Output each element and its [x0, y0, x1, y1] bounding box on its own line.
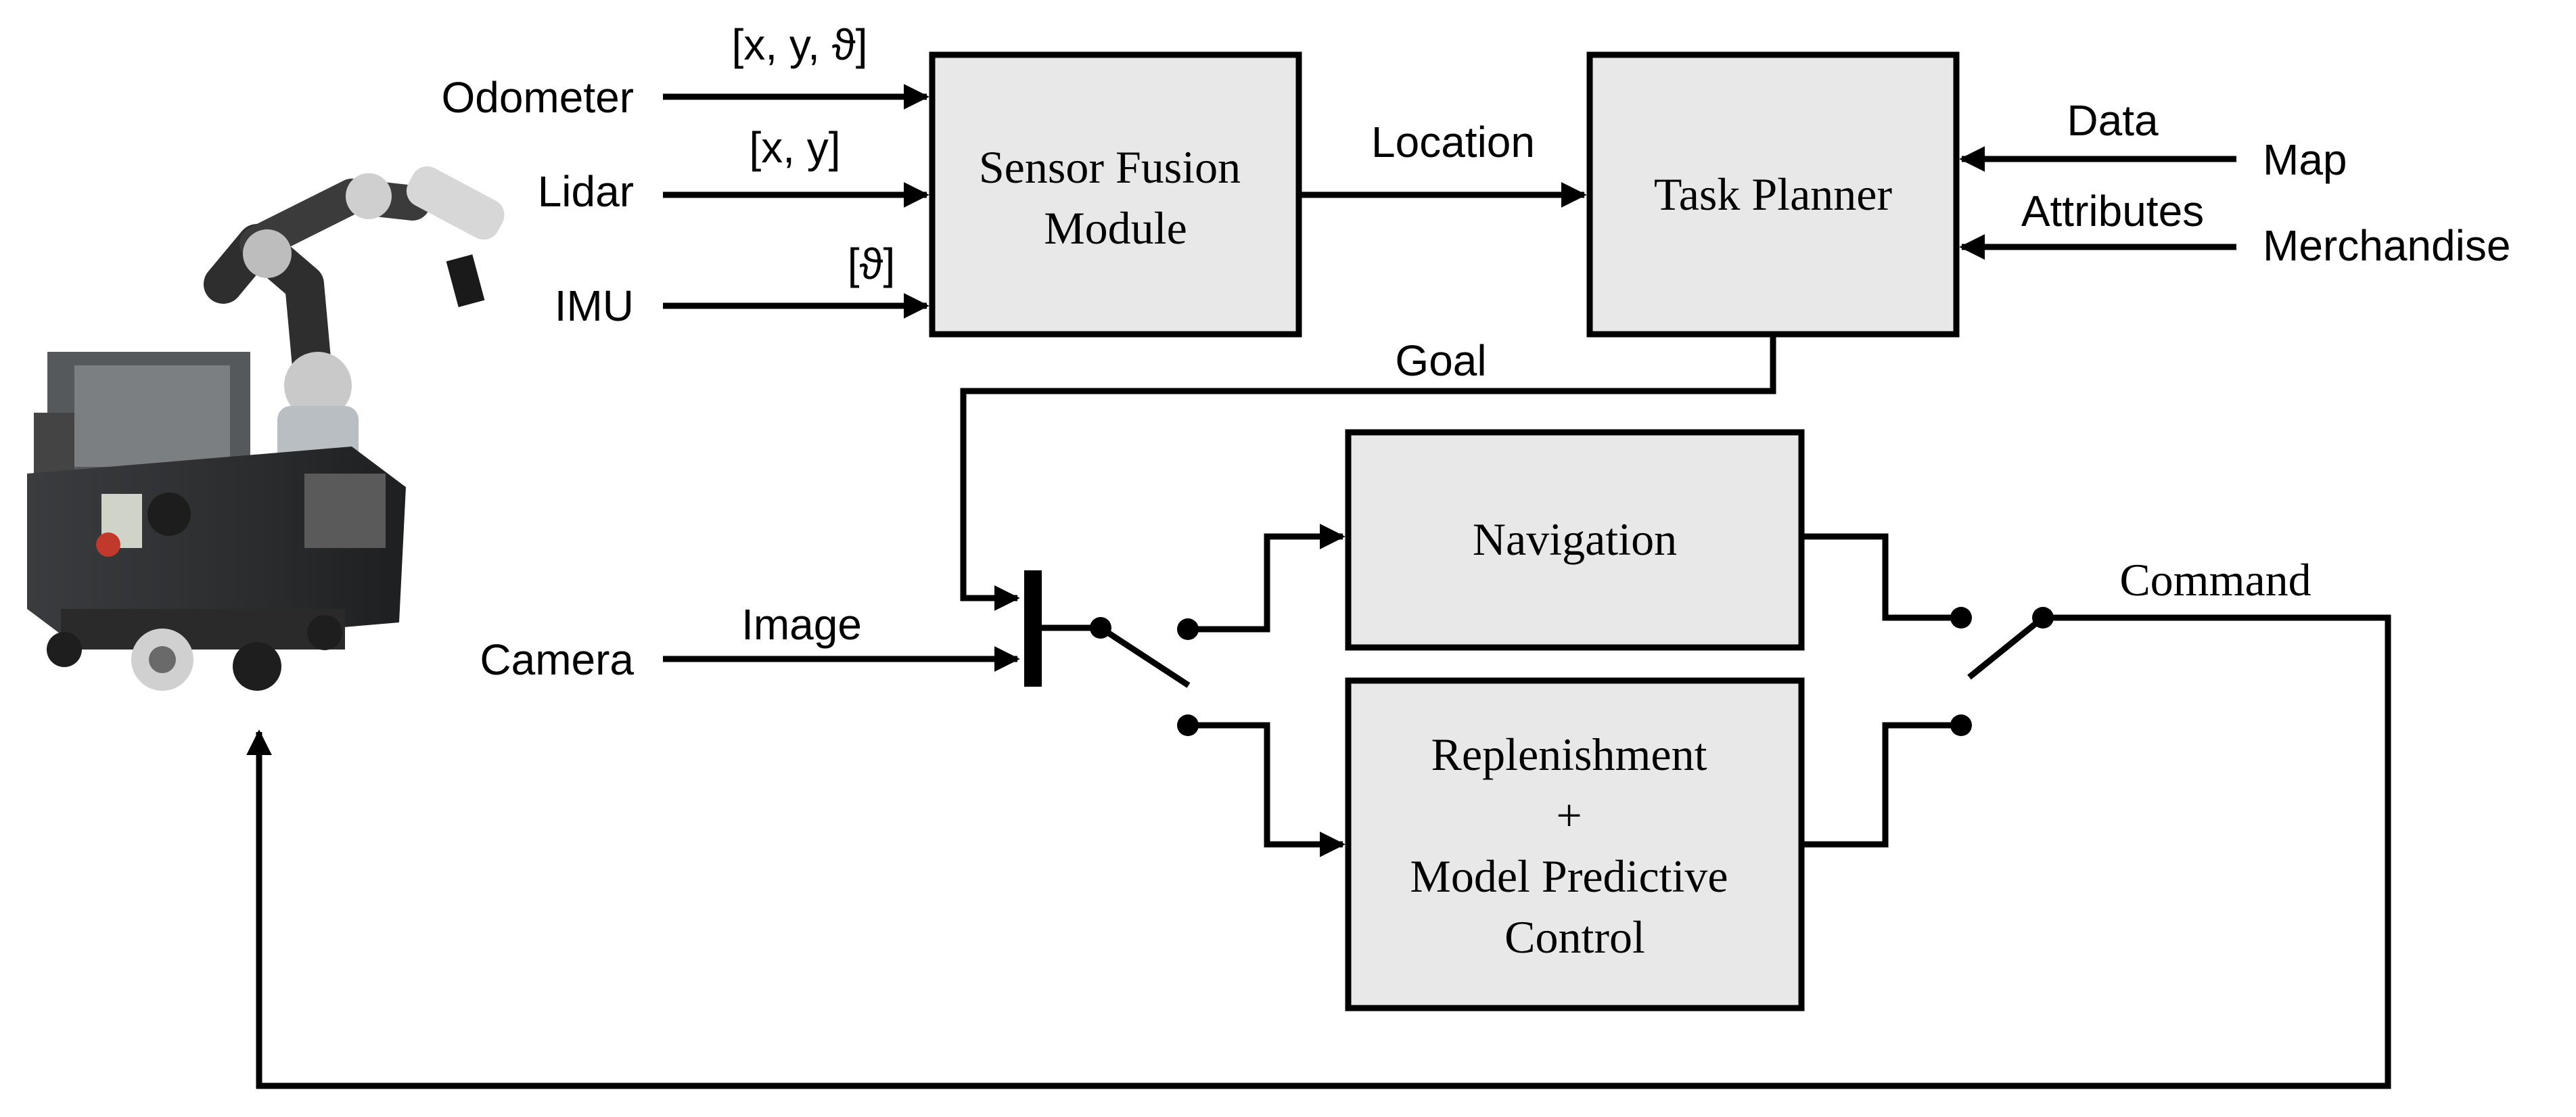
odometer-label: Odometer [441, 73, 634, 122]
data-label: Data [2067, 96, 2159, 145]
replenishment-mpc-label: Replenishment + Model Predictive Control [1410, 729, 1739, 963]
robot-image [27, 166, 505, 691]
lidar-label: Lidar [538, 167, 634, 216]
sensor-fusion-block [929, 51, 1302, 338]
right-switch-contact-bottom [1950, 714, 1972, 736]
map-label: Map [2263, 135, 2347, 184]
lidar-signal-label: [x, y] [749, 123, 840, 172]
image-label: Image [741, 600, 862, 649]
right-switch-blade [1967, 615, 2045, 680]
camera-label: Camera [480, 635, 634, 684]
command-label: Command [2119, 554, 2311, 606]
task-planner-block [1586, 51, 1960, 338]
imu-signal-label: [ϑ] [848, 240, 896, 288]
right-switch-contact-top [1950, 607, 1972, 629]
location-label: Location [1371, 118, 1535, 166]
task-planner-label: Task Planner [1654, 168, 1893, 220]
navigation-block [1345, 429, 1805, 651]
merchandise-label: Merchandise [2263, 221, 2510, 270]
navigation-label: Navigation [1473, 514, 1677, 565]
goal-label: Goal [1395, 336, 1486, 385]
command-feedback-arrow [246, 614, 2391, 1089]
sensor-fusion-label: Sensor Fusion Module [979, 141, 1252, 254]
from-replenishment-line [1801, 722, 1961, 848]
imu-label: IMU [555, 281, 634, 330]
to-navigation-arrow [1188, 524, 1346, 633]
attributes-label: Attributes [2021, 187, 2204, 235]
left-switch-blade [1099, 625, 1191, 688]
odometer-signal-label: [x, y, ϑ] [732, 20, 868, 69]
from-navigation-line [1801, 533, 1960, 621]
goal-line [960, 334, 1776, 611]
to-replenishment-arrow [1188, 722, 1346, 857]
